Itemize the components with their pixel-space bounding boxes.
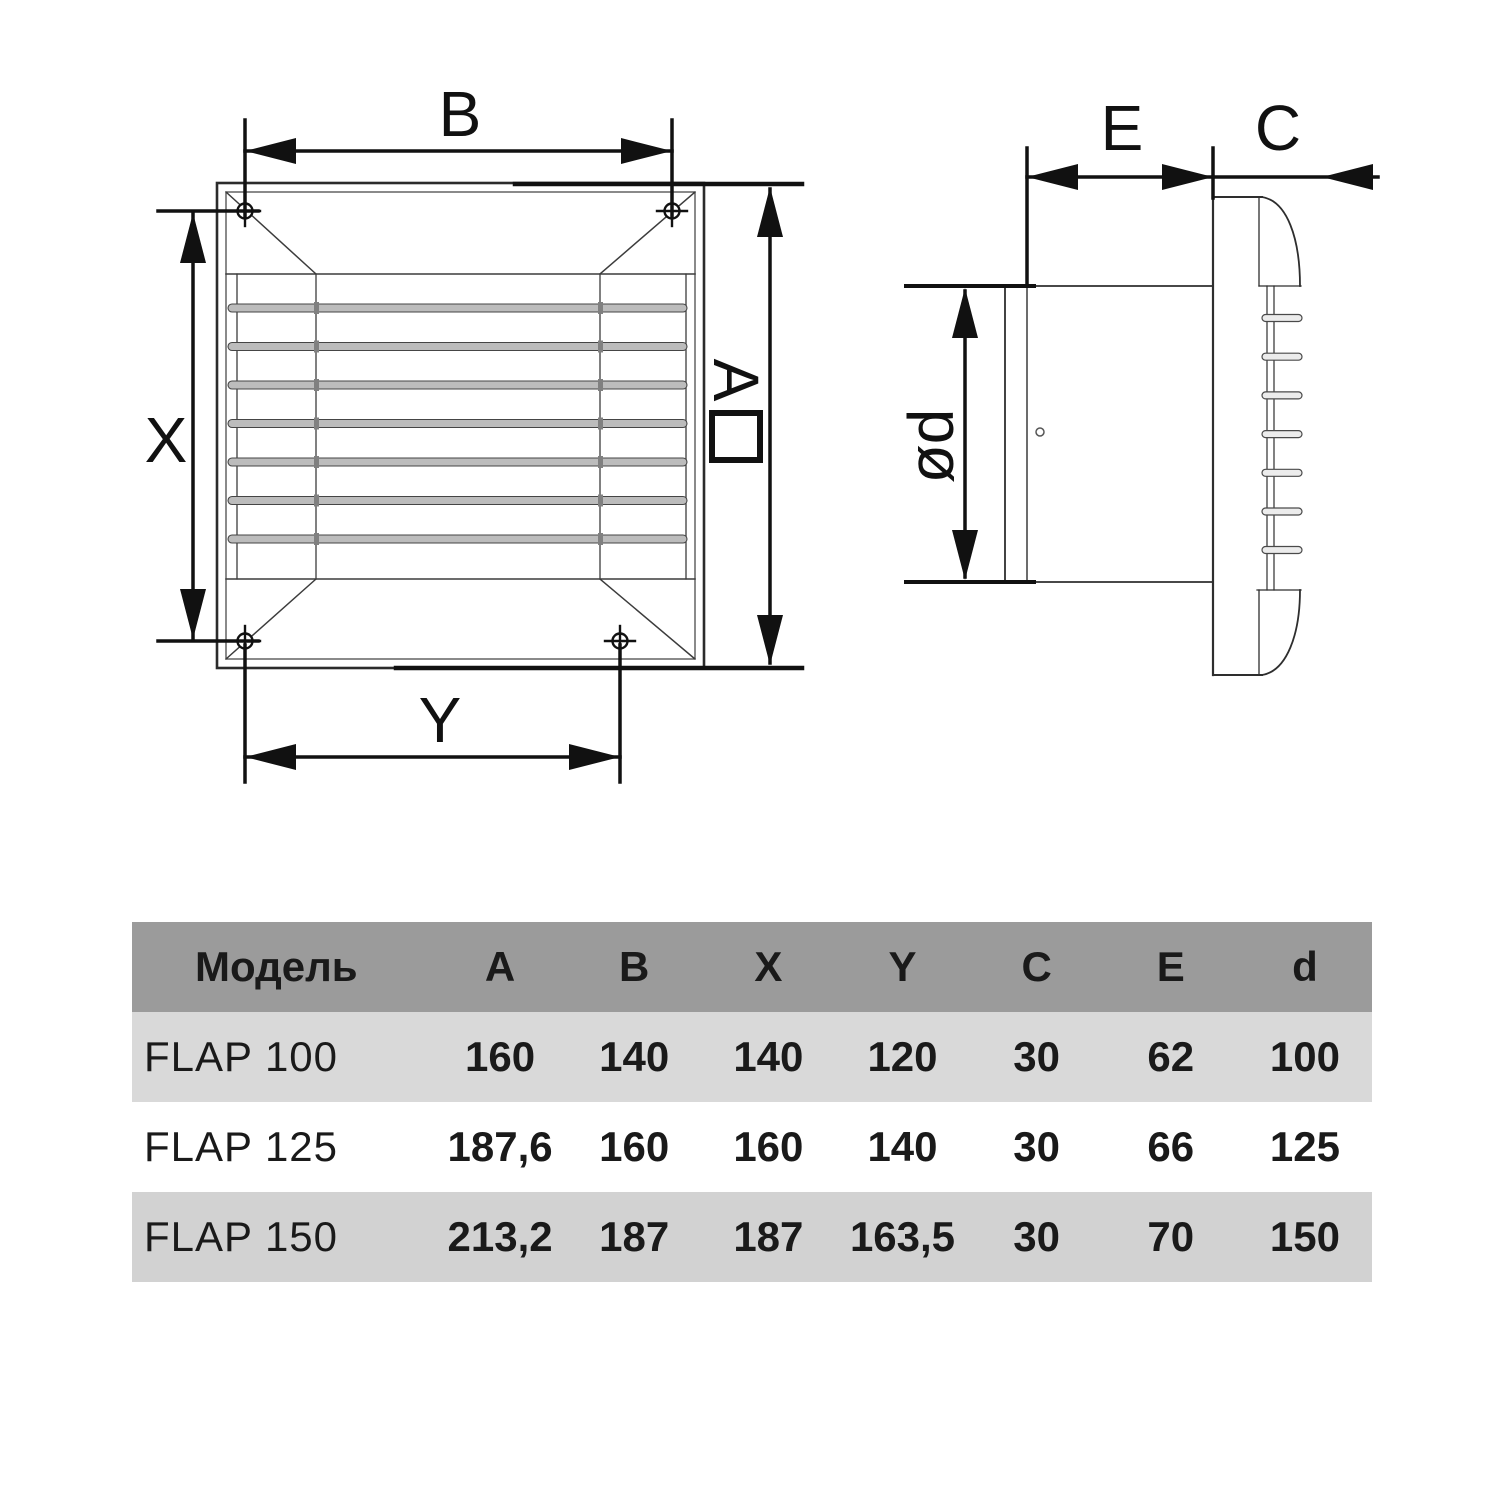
value-cell: 70	[1147, 1213, 1195, 1260]
header-cell-e: E	[1156, 943, 1185, 990]
value-cell: 30	[1013, 1213, 1060, 1260]
dimension-e	[1025, 146, 1215, 286]
model-name: FLAP 150	[144, 1213, 339, 1260]
dim-label-a: A	[700, 359, 772, 402]
bevel-diagonals	[224, 190, 697, 661]
dimension-d	[904, 284, 1036, 584]
dimensions-table: Модель A B X Y C E d FLAP 100 160 140 14…	[132, 922, 1372, 1282]
value-cell: 100	[1269, 1033, 1340, 1080]
side-louver-pins	[1261, 313, 1303, 555]
dimension-y	[243, 643, 622, 784]
table-header-row: Модель A B X Y C E d	[132, 922, 1372, 1012]
technical-drawing: B X A Y	[145, 78, 1380, 784]
dim-label-y: Y	[419, 684, 462, 756]
duct-tube	[1004, 285, 1214, 583]
value-cell: 160	[599, 1123, 670, 1170]
table-row: FLAP 150 213,2 187 187 163,5 30 70 150	[132, 1192, 1372, 1282]
table-row: FLAP 125 187,6 160 160 140 30 66 125	[132, 1102, 1372, 1192]
value-cell: 140	[599, 1033, 670, 1080]
model-name: FLAP 125	[144, 1123, 339, 1170]
header-cell-b: B	[619, 943, 650, 990]
value-cell: 30	[1013, 1033, 1060, 1080]
header-cell-c: C	[1021, 943, 1052, 990]
header-cell-x: X	[754, 943, 783, 990]
grille-inner-frame	[225, 191, 696, 660]
value-cell: 187,6	[447, 1123, 553, 1170]
value-cell: 62	[1147, 1033, 1195, 1080]
side-view: ød E C	[895, 92, 1380, 677]
dimension-c	[1211, 164, 1380, 190]
duct-hole	[1035, 427, 1045, 437]
value-cell: 187	[599, 1213, 670, 1260]
value-cell: 30	[1013, 1123, 1060, 1170]
value-cell: 187	[733, 1213, 804, 1260]
louver-slats	[227, 302, 688, 545]
header-cell-y: Y	[888, 943, 917, 990]
dim-label-x: X	[145, 404, 188, 476]
value-cell: 160	[733, 1123, 804, 1170]
value-cell: 150	[1269, 1213, 1340, 1260]
value-cell: 120	[867, 1033, 938, 1080]
value-cell: 140	[733, 1033, 804, 1080]
value-cell: 140	[867, 1123, 938, 1170]
dimension-x	[156, 209, 260, 643]
value-cell: 213,2	[447, 1213, 553, 1260]
header-cell-model: Модель	[195, 943, 358, 990]
value-cell: 66	[1147, 1123, 1195, 1170]
dim-label-e: E	[1101, 92, 1144, 164]
dimension-a	[393, 181, 805, 671]
model-name: FLAP 100	[144, 1033, 339, 1080]
value-cell: 163,5	[849, 1213, 956, 1260]
dimension-b	[243, 118, 674, 218]
square-symbol	[709, 410, 763, 463]
header-cell-d: d	[1292, 943, 1318, 990]
table-row: FLAP 100 160 140 140 120 30 62 100	[132, 1012, 1372, 1102]
dim-label-d: ød	[895, 409, 967, 484]
front-view: B X A Y	[145, 78, 805, 784]
value-cell: 125	[1269, 1123, 1340, 1170]
value-cell: 160	[465, 1033, 536, 1080]
dim-label-b: B	[439, 78, 482, 150]
header-cell-a: A	[484, 943, 516, 990]
dim-label-c: C	[1255, 92, 1301, 164]
